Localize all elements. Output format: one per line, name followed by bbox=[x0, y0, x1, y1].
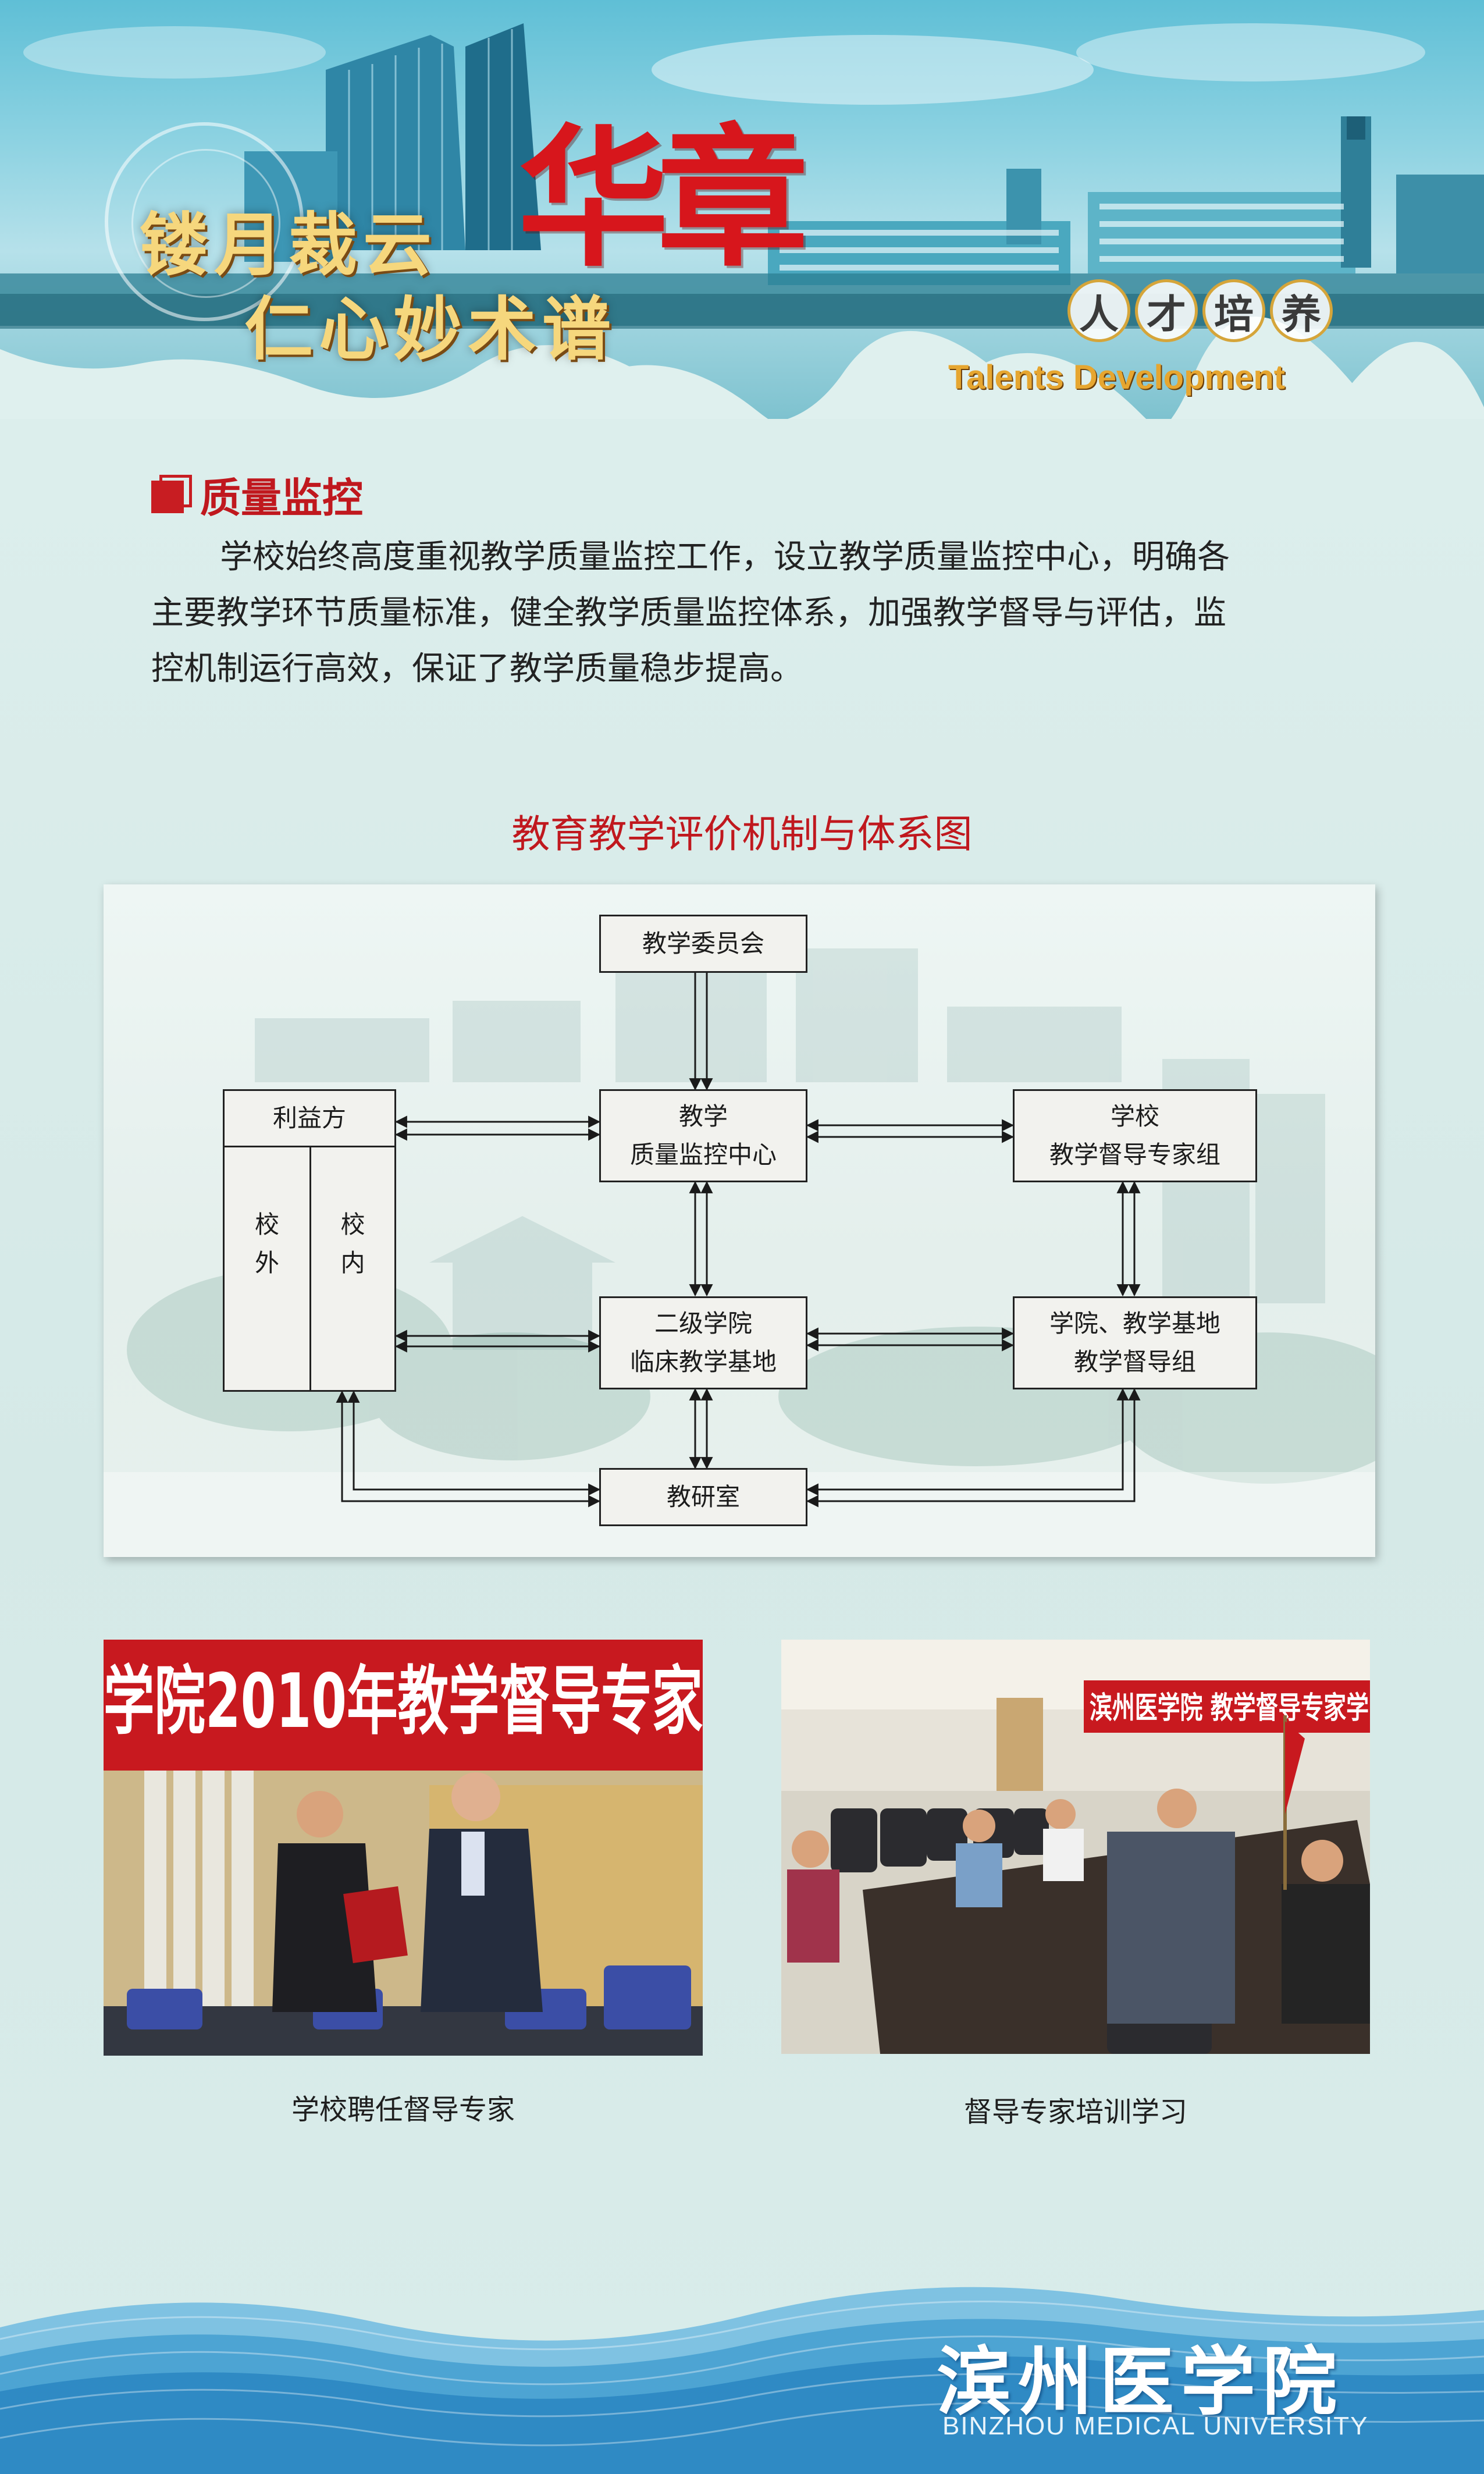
node-label: 教学督导组 bbox=[1073, 1348, 1196, 1376]
diagram-connectors bbox=[336, 940, 1141, 1508]
slogan-line-1: 镂月裁云 bbox=[140, 204, 438, 285]
diagram-title: 教育教学评价机制与体系图 bbox=[511, 812, 973, 856]
header-banner: 镂月裁云 仁心妙术谱 华章 人 才 培 养 Talents Developmen… bbox=[0, 0, 1484, 419]
photo-caption: 学校聘任督导专家 bbox=[291, 2093, 515, 2126]
paragraph-line: 控机制运行高效，保证了教学质量稳步提高。 bbox=[151, 650, 803, 688]
node-label: 内 bbox=[340, 1249, 365, 1277]
node-label: 教学委员会 bbox=[642, 929, 764, 958]
slogan-line-2: 仁心妙术谱 bbox=[244, 289, 617, 369]
photo-appointment: 学院2010年教学督导专家 bbox=[104, 1640, 703, 2056]
node-label: 外 bbox=[254, 1249, 279, 1277]
category-char: 养 bbox=[1270, 279, 1333, 342]
category-english: Talents Development bbox=[948, 358, 1286, 396]
node-label: 学校 bbox=[1110, 1102, 1159, 1131]
photo-training: 滨州医学院 教学督导专家学 bbox=[781, 1640, 1370, 2054]
node-label: 学院、教学基地 bbox=[1049, 1309, 1220, 1338]
node-label: 教研室 bbox=[666, 1483, 740, 1511]
node-college-clinical-base: 二级学院 临床教学基地 bbox=[599, 1296, 807, 1389]
node-stakeholder: 利益方 bbox=[223, 1089, 396, 1147]
node-quality-center: 教学 质量监控中心 bbox=[599, 1089, 807, 1182]
node-inside-school: 校 内 bbox=[309, 1146, 396, 1392]
photo-banner-text: 滨州医学院 教学督导专家学 bbox=[1090, 1691, 1369, 1726]
category-char: 才 bbox=[1135, 279, 1198, 342]
paragraph-line: 学校始终高度重视教学质量监控工作，设立教学质量监控中心，明确各 bbox=[220, 538, 1230, 576]
node-label: 质量监控中心 bbox=[629, 1140, 777, 1169]
school-name-english: BINZHOU MEDICAL UNIVERSITY bbox=[942, 2412, 1369, 2440]
square-bullet-icon bbox=[151, 474, 192, 516]
paragraph-line: 主要教学环节质量标准，健全教学质量监控体系，加强教学督导与评估，监 bbox=[151, 594, 1226, 632]
node-label: 利益方 bbox=[272, 1104, 346, 1132]
evaluation-system-diagram: 教学委员会 教学 质量监控中心 学校 教学督导专家组 二级学院 临床教学基地 学… bbox=[104, 884, 1375, 1557]
section-heading: 质量监控 bbox=[151, 465, 363, 524]
category-badge: 人 才 培 养 bbox=[1067, 279, 1333, 342]
node-label: 二级学院 bbox=[654, 1309, 752, 1338]
node-outside-school: 校 外 bbox=[223, 1146, 311, 1392]
node-college-supervision-group: 学院、教学基地 教学督导组 bbox=[1013, 1296, 1257, 1389]
slogan-highlight: 华章 bbox=[518, 110, 809, 287]
category-char: 人 bbox=[1067, 279, 1130, 342]
node-school-supervision-group: 学校 教学督导专家组 bbox=[1013, 1089, 1257, 1182]
node-label: 临床教学基地 bbox=[629, 1348, 777, 1376]
node-label: 教学督导专家组 bbox=[1049, 1140, 1220, 1169]
node-teaching-research-office: 教研室 bbox=[599, 1468, 807, 1526]
section-title: 质量监控 bbox=[200, 474, 363, 522]
category-char: 培 bbox=[1202, 279, 1265, 342]
node-label: 教学 bbox=[678, 1102, 728, 1131]
footer-waves bbox=[0, 2287, 1484, 2474]
node-teaching-committee: 教学委员会 bbox=[599, 915, 807, 973]
school-name-chinese: 滨州医学院 bbox=[937, 2338, 1344, 2426]
school-seal-logo bbox=[105, 122, 304, 321]
photo-banner-text: 学院2010年教学督导专家 bbox=[104, 1658, 703, 1745]
node-label: 校 bbox=[340, 1210, 365, 1239]
section-paragraph: 学校始终高度重视教学质量监控工作，设立教学质量监控中心，明确各 主要教学环节质量… bbox=[151, 529, 1344, 697]
node-label: 校 bbox=[254, 1210, 279, 1239]
photo-caption: 督导专家培训学习 bbox=[963, 2096, 1187, 2128]
